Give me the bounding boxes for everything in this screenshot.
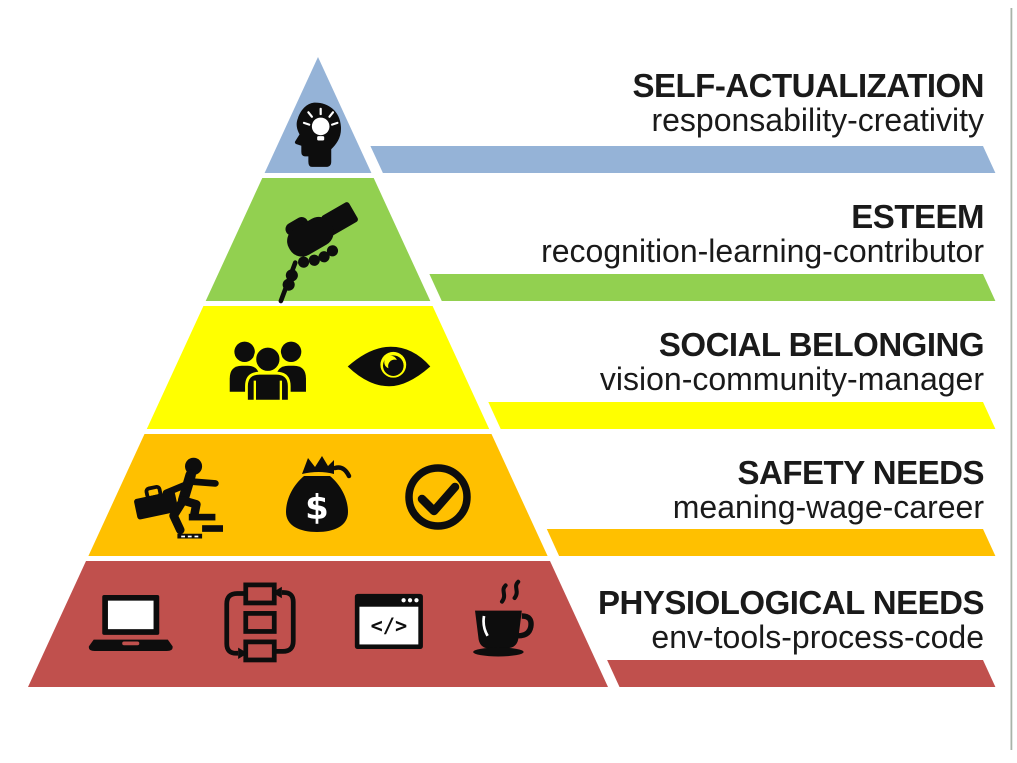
level-title: SAFETY NEEDS xyxy=(737,454,985,491)
pyramid-level-physiological-needs xyxy=(28,561,608,687)
label-safety-needs: SAFETY NEEDS meaning-wage-career xyxy=(672,454,985,525)
code-glyph: </> xyxy=(371,613,408,637)
team-icon xyxy=(229,341,306,403)
bar-esteem xyxy=(429,274,996,301)
label-social-belonging: SOCIAL BELONGING vision-community-manage… xyxy=(599,326,985,397)
head-lightbulb-icon xyxy=(294,102,342,167)
money-bag-icon: $ xyxy=(286,456,352,532)
label-physiological-needs: PHYSIOLOGICAL NEEDS env-tools-process-co… xyxy=(598,585,984,655)
level-title: SOCIAL BELONGING xyxy=(658,326,985,363)
level-title: PHYSIOLOGICAL NEEDS xyxy=(598,584,984,621)
handshake-icon xyxy=(278,202,358,304)
level-title: ESTEEM xyxy=(851,198,984,235)
pyramid-level-social-belonging xyxy=(146,306,490,429)
level-subtitle: env-tools-process-code xyxy=(651,619,984,655)
bar-safety-needs xyxy=(546,529,996,556)
code-window-icon: </> xyxy=(354,593,423,650)
level-title: SELF-ACTUALIZATION xyxy=(632,67,984,104)
bar-social-belonging xyxy=(488,402,996,429)
level-subtitle: recognition-learning-contributor xyxy=(541,233,984,269)
level-subtitle: meaning-wage-career xyxy=(672,489,984,525)
laptop-icon xyxy=(88,594,173,651)
eye-icon xyxy=(347,346,431,387)
process-icon xyxy=(224,582,296,663)
level-subtitle: vision-community-manager xyxy=(599,361,984,397)
bar-self-actualization xyxy=(370,146,996,173)
bar-physiological-needs xyxy=(607,660,996,687)
check-circle-icon xyxy=(405,464,471,530)
level-subtitle: responsability-creativity xyxy=(651,102,984,138)
label-esteem: ESTEEM recognition-learning-contributor xyxy=(541,199,984,269)
career-stairs-icon xyxy=(134,457,223,539)
label-self-actualization: SELF-ACTUALIZATION responsability-creati… xyxy=(632,68,984,138)
coffee-icon xyxy=(473,579,534,657)
dollar-glyph: $ xyxy=(305,488,329,528)
page-edge-line xyxy=(1010,8,1013,750)
